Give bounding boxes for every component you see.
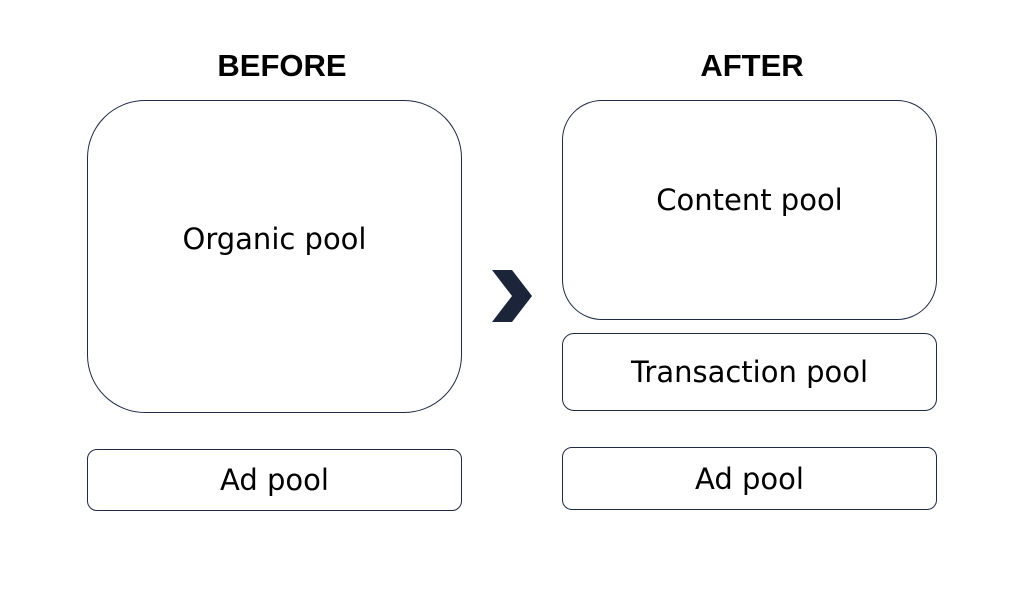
- before-heading: BEFORE: [217, 48, 347, 83]
- organic-pool-label: Organic pool: [182, 221, 367, 256]
- ad-pool-before-box: Ad pool: [87, 449, 462, 511]
- content-pool-box: Content pool: [562, 100, 937, 320]
- organic-pool-box: Organic pool: [87, 100, 462, 413]
- content-pool-label: Content pool: [656, 183, 843, 217]
- ad-pool-before-label: Ad pool: [220, 463, 329, 497]
- chevron-right-icon: [492, 270, 532, 322]
- transaction-pool-label: Transaction pool: [630, 355, 869, 389]
- after-heading: AFTER: [700, 48, 804, 83]
- ad-pool-after-box: Ad pool: [562, 447, 937, 510]
- transaction-pool-box: Transaction pool: [562, 333, 937, 411]
- ad-pool-after-label: Ad pool: [695, 461, 804, 496]
